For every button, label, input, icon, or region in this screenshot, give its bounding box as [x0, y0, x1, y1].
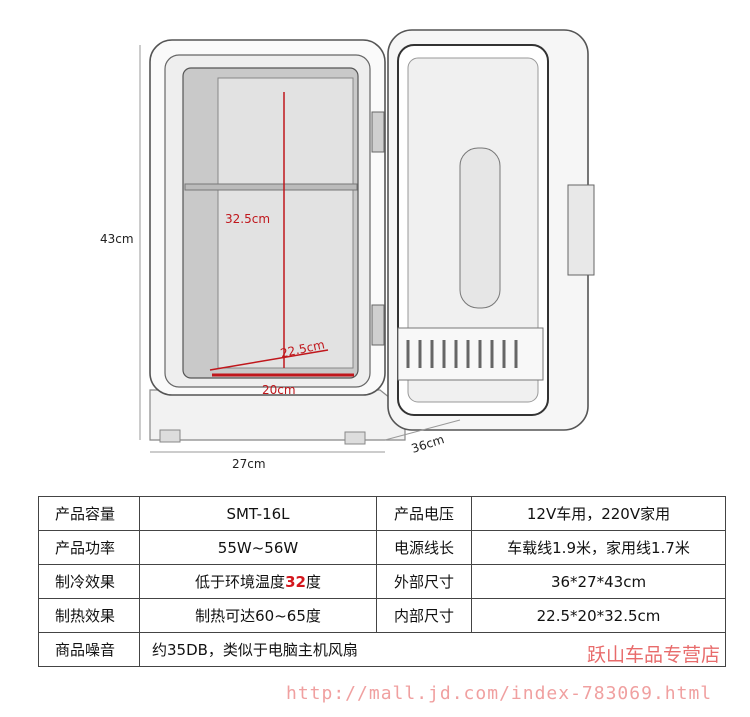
door-vent: [459, 147, 501, 309]
spec-value-text: 低于环境温度: [195, 573, 286, 591]
fridge-back-wall: [217, 77, 354, 369]
door-bin: [397, 327, 544, 381]
fridge-base: [149, 389, 406, 441]
spec-label: 制热效果: [38, 598, 140, 633]
spec-label: 商品噪音: [38, 632, 140, 667]
fridge-foot-right: [344, 431, 366, 445]
spec-value-text: 度: [305, 573, 321, 591]
inner-height-label: 32.5cm: [225, 212, 271, 226]
fridge-shelf: [184, 183, 358, 191]
spec-value: 12V车用，220V家用: [471, 496, 726, 531]
table-row: 制热效果 制热可达60~65度 内部尺寸 22.5*20*32.5cm: [38, 598, 726, 633]
hinge-top: [371, 111, 385, 153]
inner-depth-line: [209, 349, 329, 371]
spec-value: 制热可达60~65度: [139, 598, 377, 633]
spec-value: SMT-16L: [139, 496, 377, 531]
spec-value-highlight: 32: [285, 573, 306, 591]
hinge-bottom: [371, 304, 385, 346]
spec-value: 车载线1.9米，家用线1.7米: [471, 530, 726, 565]
spec-value: 22.5*20*32.5cm: [471, 598, 726, 633]
spec-label: 产品功率: [38, 530, 140, 565]
product-diagram: 43cm 27cm 36cm 32.5cm 22.5cm 20cm: [100, 29, 595, 471]
spec-label: 制冷效果: [38, 564, 140, 599]
table-row: 产品功率 55W~56W 电源线长 车载线1.9米，家用线1.7米: [38, 530, 726, 565]
depth-guide: [384, 419, 461, 441]
spec-value: 36*27*43cm: [471, 564, 726, 599]
spec-label: 外部尺寸: [376, 564, 472, 599]
spec-value: 55W~56W: [139, 530, 377, 565]
door-handle: [567, 184, 595, 276]
spec-value: 低于环境温度32度: [139, 564, 377, 599]
table-row: 商品噪音 约35DB，类似于电脑主机风扇: [38, 632, 726, 667]
spec-value: 约35DB，类似于电脑主机风扇: [139, 632, 726, 667]
spec-label: 电源线长: [376, 530, 472, 565]
door-bin-slots: [406, 340, 518, 368]
fridge-foot-left: [159, 429, 181, 443]
table-row: 产品容量 SMT-16L 产品电压 12V车用，220V家用: [38, 496, 726, 531]
spec-label: 内部尺寸: [376, 598, 472, 633]
shop-name: 跃山车品专营店: [586, 644, 720, 666]
fridge-drawing: [139, 29, 595, 453]
spec-label: 产品容量: [38, 496, 140, 531]
inner-width-label: 20cm: [262, 383, 296, 397]
shop-url-watermark: http://mall.jd.com/index-783069.html: [286, 683, 713, 704]
table-row: 制冷效果 低于环境温度32度 外部尺寸 36*27*43cm: [38, 564, 726, 599]
width-label: 27cm: [232, 457, 266, 471]
spec-label: 产品电压: [376, 496, 472, 531]
height-label: 43cm: [100, 232, 134, 246]
spec-table: 产品容量 SMT-16L 产品电压 12V车用，220V家用 产品功率 55W~…: [38, 496, 726, 667]
